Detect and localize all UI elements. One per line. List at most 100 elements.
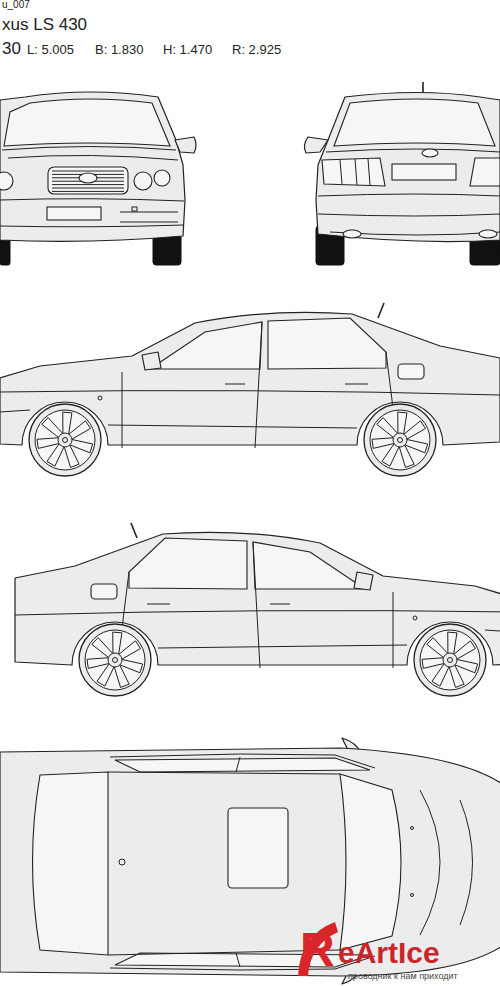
car-outline — [479, 230, 497, 238]
car-outline — [304, 137, 328, 153]
top-view — [0, 738, 500, 984]
car-outline — [52, 171, 124, 191]
car-outline — [414, 624, 486, 696]
car-outline — [298, 922, 338, 976]
car-outline — [114, 665, 129, 687]
car-outline — [63, 438, 68, 443]
car-outline — [119, 641, 141, 659]
car-outline — [98, 396, 102, 400]
car-outline — [404, 421, 426, 439]
car-outline — [448, 658, 453, 663]
car-outline — [454, 641, 476, 659]
car-outline — [377, 418, 398, 438]
car-outline — [334, 99, 495, 146]
car-outline — [398, 412, 407, 434]
car-outline — [411, 827, 414, 830]
car-outline — [47, 207, 101, 220]
car-outline — [268, 318, 386, 369]
grille-bar — [52, 171, 124, 172]
car-outline — [378, 303, 384, 318]
car-outline — [427, 638, 448, 658]
car-outline — [97, 664, 114, 686]
car-outline — [115, 758, 370, 772]
car-outline — [85, 630, 145, 690]
car-outline — [398, 364, 424, 379]
car-outline — [122, 322, 393, 448]
car-outline — [113, 632, 122, 654]
watermark-slogan: проводник к нам приходит — [348, 972, 458, 981]
wheel — [414, 624, 486, 696]
grille-bar — [52, 184, 124, 185]
car-outline — [37, 438, 59, 449]
car-outline — [110, 754, 375, 970]
car-outline — [316, 93, 500, 242]
car-outline — [318, 194, 500, 216]
grille-bar — [52, 188, 124, 189]
car-outline — [142, 352, 161, 370]
car-outline — [79, 173, 97, 183]
dimension: R: 2.925 — [232, 43, 281, 56]
car-outline — [393, 433, 407, 447]
car-outline — [455, 659, 478, 672]
car-outline — [0, 172, 13, 190]
grille-bar — [52, 191, 124, 192]
car-outline — [326, 149, 500, 152]
car-outline — [154, 170, 170, 186]
car-outline — [2, 147, 176, 151]
car-outline — [35, 410, 95, 470]
car-outline — [29, 404, 101, 476]
car-outline — [422, 658, 444, 669]
car-outline — [70, 439, 93, 452]
car-outline — [398, 438, 403, 443]
car-outline — [0, 212, 184, 227]
car-outline — [58, 433, 72, 447]
car-outline — [47, 444, 64, 466]
car-outline — [108, 653, 122, 667]
wheel — [364, 404, 436, 476]
car-outline — [132, 207, 137, 211]
car-outline — [87, 658, 109, 669]
model-title: xus LS 430 — [2, 16, 87, 33]
car-outline — [33, 772, 109, 955]
watermark-logo — [298, 922, 338, 976]
car-outline — [405, 439, 428, 452]
car-outline — [64, 445, 79, 467]
car-outline — [42, 418, 63, 438]
car-outline — [175, 137, 196, 153]
car-outline — [63, 412, 72, 434]
car-outline — [8, 155, 178, 160]
wheel — [79, 624, 151, 696]
car-outline — [69, 421, 91, 439]
dimension: H: 1.470 — [163, 43, 212, 56]
dimension: B: 1.830 — [95, 43, 143, 56]
car-outline — [119, 859, 125, 865]
car-outline — [422, 149, 438, 157]
car-outline — [79, 624, 151, 696]
dimension: L: 5.005 — [27, 43, 74, 56]
car-outline — [432, 664, 449, 686]
sheet-code: u_007 — [2, 0, 30, 10]
car-outline — [364, 404, 436, 476]
car-outline — [411, 894, 414, 897]
car-outline — [340, 159, 370, 185]
car-outline — [340, 774, 401, 950]
car-outline — [29, 404, 486, 696]
car-outline — [382, 444, 399, 466]
car-outline — [370, 410, 430, 470]
car-outline — [113, 658, 118, 663]
watermark-text: eArtIce — [338, 938, 440, 968]
front-view — [0, 92, 196, 265]
car-outline — [449, 665, 464, 687]
car-outline — [372, 438, 394, 449]
year-code: 30 — [2, 40, 21, 57]
rear-view — [304, 82, 500, 265]
wheel — [29, 404, 101, 476]
car-outline — [420, 790, 473, 935]
car-outline — [0, 748, 500, 976]
car-outline — [4, 99, 170, 146]
car-outline — [392, 164, 456, 180]
car-outline — [120, 659, 143, 672]
car-outline — [343, 230, 361, 238]
car-outline — [225, 384, 368, 385]
